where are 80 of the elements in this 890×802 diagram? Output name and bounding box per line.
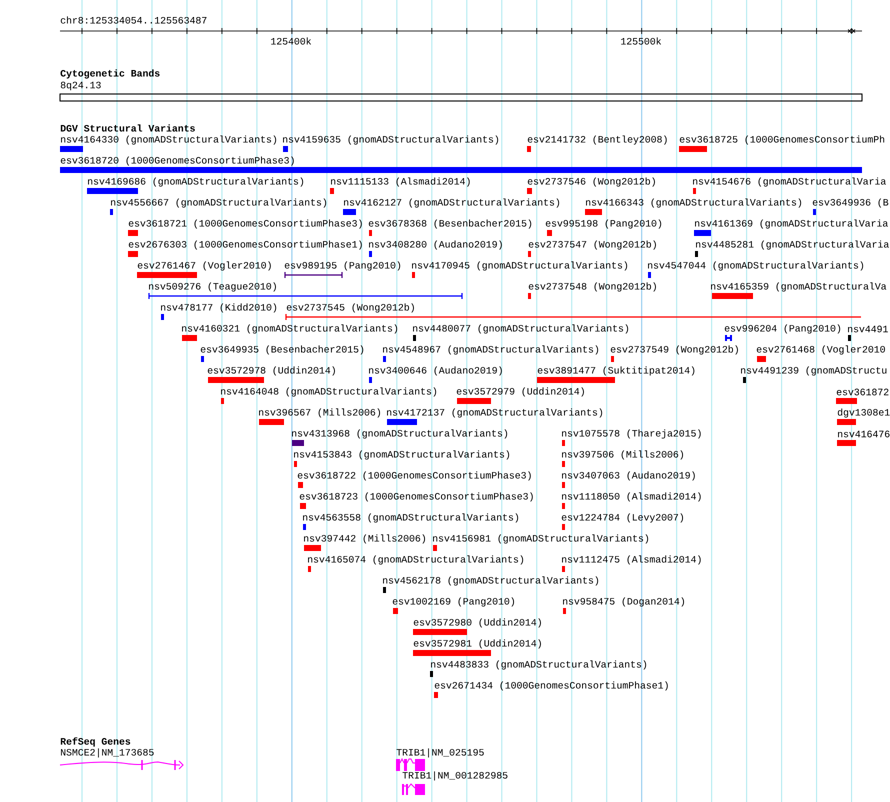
band-label: 8q24.13 [60, 82, 101, 90]
feature-label: nsv3407063 (Audano2019) [562, 471, 695, 481]
gene-label: TRIB1|NM_025195 [396, 748, 484, 758]
feature-label: esv2737545 (Wong2012b) [286, 303, 414, 313]
tick-label: 125500k [621, 37, 662, 45]
feature-label: nsv396567 (Mills2006) [259, 408, 380, 418]
feature-label: nsv478177 (Kidd2010) [161, 303, 276, 313]
feature-label: esv3618720 (1000GenomesConsortiumPhase3) [60, 156, 294, 166]
feature-label: esv3572981 (Uddin2014) [414, 639, 541, 649]
feature-label: esv3678368 (Besenbacher2015) [368, 219, 532, 229]
feature-label: esv995198 (Pang2010) [546, 219, 662, 229]
feature-label: nsv509276 (Teague2010) [149, 282, 276, 292]
feature-label: nsv4164330 (gnomADStructuralVariants) [61, 135, 276, 145]
feature-label: esv3618721 (1000GenomesConsortiumPhase3) [128, 219, 362, 229]
feature-label: nsv4159635 (gnomADStructuralVariants) [283, 135, 498, 145]
feature-label: esv3618725 (1000GenomesConsortiumPh [680, 135, 884, 145]
feature-label: nsv4165074 (gnomADStructuralVariants) [308, 555, 524, 565]
feature-label: nsv1112475 (Alsmadi2014) [562, 555, 701, 565]
coordinate-label: chr8:125334054..125563487 [60, 16, 206, 24]
feature-label: nsv4563558 (gnomADStructuralVariants) [303, 513, 518, 523]
feature-label: nsv397506 (Mills2006) [562, 450, 684, 460]
feature-label: esv1224784 (Levy2007) [562, 513, 684, 523]
feature-label: esv2737546 (Wong2012b) [528, 177, 655, 187]
feature-label: nsv1115133 (Alsmadi2014) [331, 177, 470, 187]
feature-label: esv2671434 (1000GenomesConsortiumPhase1) [434, 681, 668, 691]
feature-label: nsv4491 [848, 326, 888, 332]
feature-label: esv996204 (Pang2010) [724, 324, 840, 334]
feature-label: esv361872 [836, 388, 888, 396]
feature-label: nsv4491239 (gnomADStructu [741, 366, 886, 376]
feature-label: esv3618723 (1000GenomesConsortiumPhase3) [300, 492, 533, 502]
feature-label: nsv1075578 (Thareja2015) [562, 429, 701, 439]
feature-label: nsv3400646 (Audano2019) [369, 366, 502, 376]
feature-label: nsv4480077 (gnomADStructuralVariants) [413, 324, 628, 334]
feature-label: nsv4164048 (gnomADStructuralVariants) [221, 387, 436, 397]
feature-label: esv2737549 (Wong2012b) [610, 345, 738, 355]
feature-label: esv3572979 (Uddin2014) [456, 387, 584, 397]
feature-label: esv1002169 (Pang2010) [392, 597, 514, 607]
feature-label: nsv4160321 (gnomADStructuralVariants) [182, 324, 398, 334]
feature-label: esv2737547 (Wong2012b) [528, 240, 656, 250]
feature-label: esv3618722 (1000GenomesConsortiumPhase3) [298, 471, 531, 481]
feature-label: esv2761467 (Vogler2010) [138, 261, 271, 271]
feature-label: nsv4153843 (gnomADStructuralVariants) [294, 450, 510, 460]
feature-label: esv3891477 (Suktitipat2014) [538, 366, 694, 376]
feature-label: nsv4483833 (gnomADStructuralVariants) [431, 660, 646, 670]
feature-label: nsv4170945 (gnomADStructuralVariants) [412, 261, 628, 271]
feature-label: esv3649935 (Besenbacher2015) [200, 345, 364, 355]
feature-label: esv2761468 (Vogler2010 [756, 345, 885, 355]
feature-label: nsv4556667 (gnomADStructuralVariants) [111, 198, 326, 208]
feature-label: nsv4313968 (gnomADStructuralVariants) [292, 429, 508, 439]
feature-label: esv2141732 (Bentley2008) [528, 135, 667, 145]
feature-label: esv3572980 (Uddin2014) [414, 618, 541, 628]
track-heading: RefSeq Genes [60, 737, 130, 747]
tick-label: 125400k [271, 37, 312, 45]
feature-label: esv3649936 (B [812, 198, 888, 208]
gene-label: TRIB1|NM_001282985 [402, 771, 508, 781]
feature-label: nsv3408280 (Audano2019) [369, 240, 502, 250]
feature-label: nsv4548967 (gnomADStructuralVariants) [383, 345, 598, 355]
feature-label: esv3572978 (Uddin2014) [208, 366, 335, 376]
feature-label: nsv4165359 (gnomADStructuralVa [711, 282, 886, 292]
feature-label: nsv4547044 (gnomADStructuralVariants) [648, 261, 864, 271]
feature-label: nsv4166343 (gnomADStructuralVariants) [586, 198, 802, 208]
feature-label: esv2676303 (1000GenomesConsortiumPhase1) [128, 240, 362, 250]
feature-label: nsv958475 (Dogan2014) [563, 597, 684, 607]
feature-label: nsv4172137 (gnomADStructuralVariants) [387, 408, 602, 418]
feature-label: esv989195 (Pang2010) [284, 261, 400, 271]
track-heading: DGV Structural Variants [60, 124, 195, 132]
feature-label: nsv397442 (Mills2006) [304, 534, 426, 544]
gene-label: NSMCE2|NM_173685 [61, 748, 154, 758]
feature-label: esv2737548 (Wong2012b) [528, 282, 656, 292]
feature-label: nsv4169686 (gnomADStructuralVariants) [88, 177, 304, 187]
feature-label: nsv1118050 (Alsmadi2014) [562, 492, 701, 502]
feature-label: nsv4485281 (gnomADStructuralVaria [696, 240, 889, 250]
track-heading: Cytogenetic Bands [60, 69, 160, 79]
feature-label: dgv1308e1 [838, 408, 890, 418]
feature-label: nsv4562178 (gnomADStructuralVariants) [383, 576, 598, 586]
feature-label: nsv4162127 (gnomADStructuralVariants) [344, 198, 560, 208]
feature-label: nsv4154676 (gnomADStructuralVaria [693, 177, 886, 187]
feature-label: nsv4161369 (gnomADStructuralVaria [695, 219, 888, 229]
feature-label: nsv416476 [838, 430, 890, 438]
feature-label: nsv4156981 (gnomADStructuralVariants) [433, 534, 648, 544]
